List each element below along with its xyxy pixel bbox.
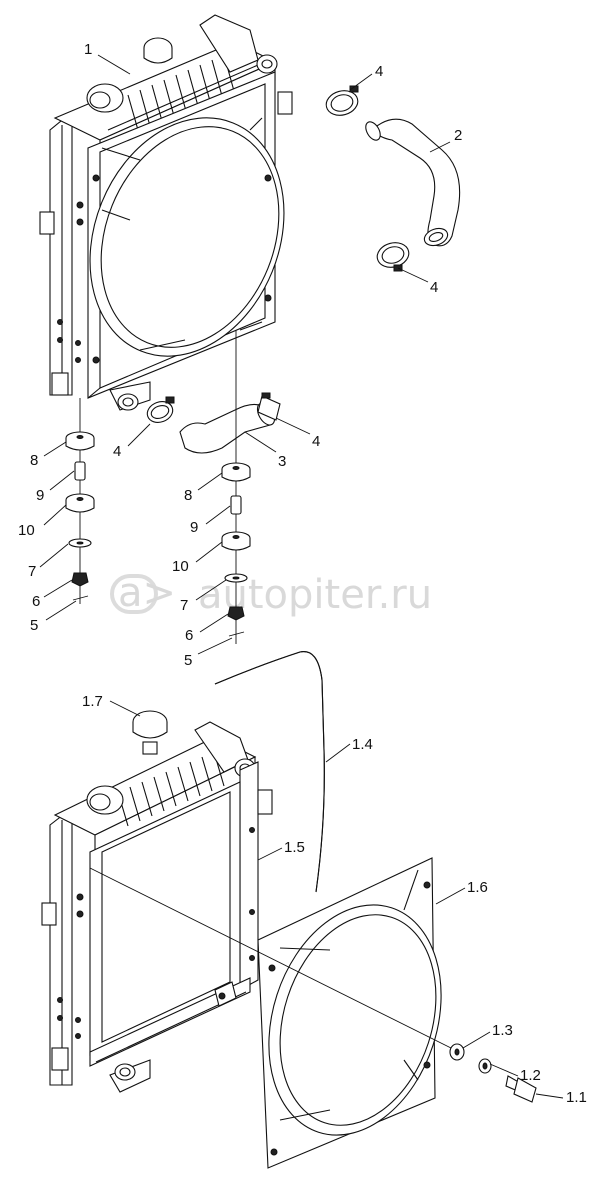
upper-radiator-assembly (39, 14, 293, 411)
callout-9b: 9 (190, 519, 198, 536)
callout-1-7: 1.7 (82, 693, 103, 710)
hose-clamp-lower (376, 242, 410, 272)
callout-3: 3 (278, 453, 286, 470)
callout-6b: 6 (185, 627, 193, 644)
mount-stack-right (221, 330, 251, 644)
callout-1-4: 1.4 (352, 736, 373, 753)
fan-shroud-1-6 (257, 857, 442, 1169)
hose-clamp-lower-right (257, 392, 281, 421)
callout-1-5: 1.5 (284, 839, 305, 856)
callout-9a: 9 (36, 487, 44, 504)
callout-5a: 5 (30, 617, 38, 634)
callout-2: 2 (454, 127, 462, 144)
callout-4d: 4 (312, 433, 320, 450)
hose-clamp-upper (325, 85, 359, 116)
callout-6a: 6 (32, 593, 40, 610)
callout-4b: 4 (430, 279, 438, 296)
watermark-logo: a> (118, 570, 176, 616)
callout-4c: 4 (113, 443, 121, 460)
lower-radiator-assembly (41, 651, 325, 1093)
callout-1-1: 1.1 (566, 1089, 587, 1106)
mount-stack-left (65, 398, 95, 604)
upper-hose-2 (365, 118, 461, 247)
callout-1-3: 1.3 (492, 1022, 513, 1039)
callout-labels: 1 2 3 4 4 4 4 5 5 6 6 7 7 8 8 9 9 10 10 … (18, 41, 587, 1106)
callout-1-6: 1.6 (467, 879, 488, 896)
callout-1: 1 (84, 41, 92, 58)
hose-clamp-lower-left (146, 396, 175, 423)
callout-7a: 7 (28, 563, 36, 580)
callout-7b: 7 (180, 597, 188, 614)
callout-8b: 8 (184, 487, 192, 504)
callout-1-2: 1.2 (520, 1067, 541, 1084)
fastener-set (89, 867, 537, 1103)
callout-5b: 5 (184, 652, 192, 669)
callout-10a: 10 (18, 522, 35, 539)
callout-4a: 4 (375, 63, 383, 80)
callout-leaders (39, 54, 564, 1099)
watermark: a> autopiter.ru (110, 570, 432, 618)
callout-8a: 8 (30, 452, 38, 469)
callout-10b: 10 (172, 558, 189, 575)
